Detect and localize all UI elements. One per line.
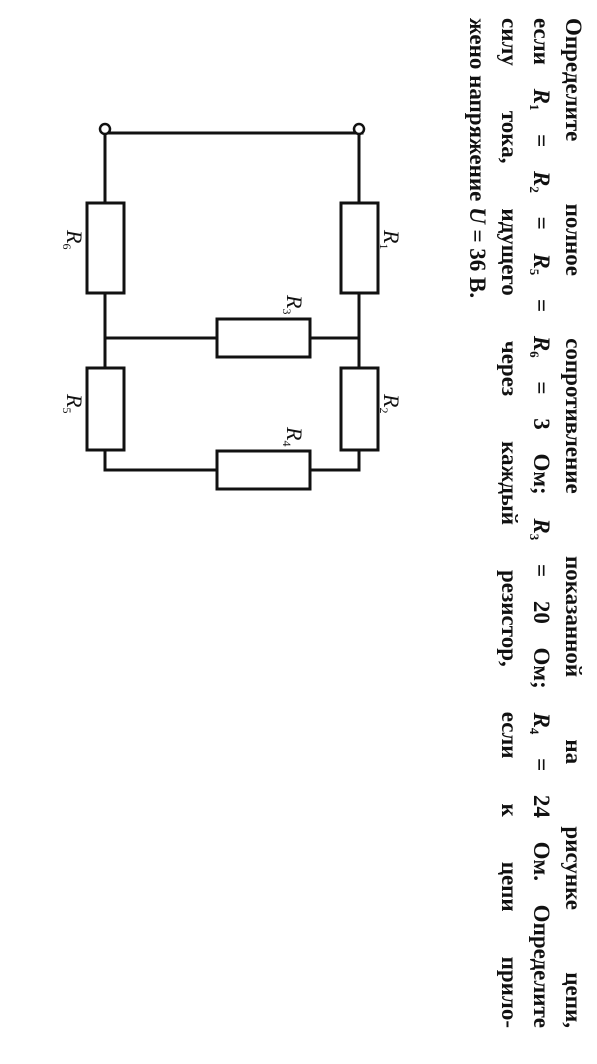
label-r3-sub: 3	[280, 308, 294, 314]
resistor-r3	[215, 317, 312, 359]
resistor-r6	[85, 201, 126, 295]
terminal-top	[352, 122, 366, 136]
label-r5-sub: 5	[60, 407, 74, 413]
label-r1: R1	[377, 229, 404, 249]
terminal-bottom	[98, 122, 112, 136]
label-r5: R5	[60, 393, 87, 413]
label-r6: R6	[60, 229, 87, 249]
label-r4-letter: R	[282, 426, 307, 441]
label-r3-letter: R	[282, 294, 307, 309]
label-r6-sub: 6	[60, 243, 74, 249]
label-r4-sub: 4	[280, 440, 294, 446]
label-r2-sub: 2	[377, 407, 391, 413]
label-r2-letter: R	[379, 393, 404, 408]
label-r3: R3	[280, 294, 307, 314]
label-r1-sub: 1	[377, 243, 391, 249]
label-r4: R4	[280, 426, 307, 446]
label-r5-letter: R	[62, 393, 87, 408]
resistor-r4	[215, 449, 312, 491]
resistor-r2	[339, 366, 380, 452]
label-r1-letter: R	[379, 229, 404, 244]
resistor-r1	[339, 201, 380, 295]
label-r6-letter: R	[62, 229, 87, 244]
resistor-r5	[85, 366, 126, 452]
label-r2: R2	[377, 393, 404, 413]
